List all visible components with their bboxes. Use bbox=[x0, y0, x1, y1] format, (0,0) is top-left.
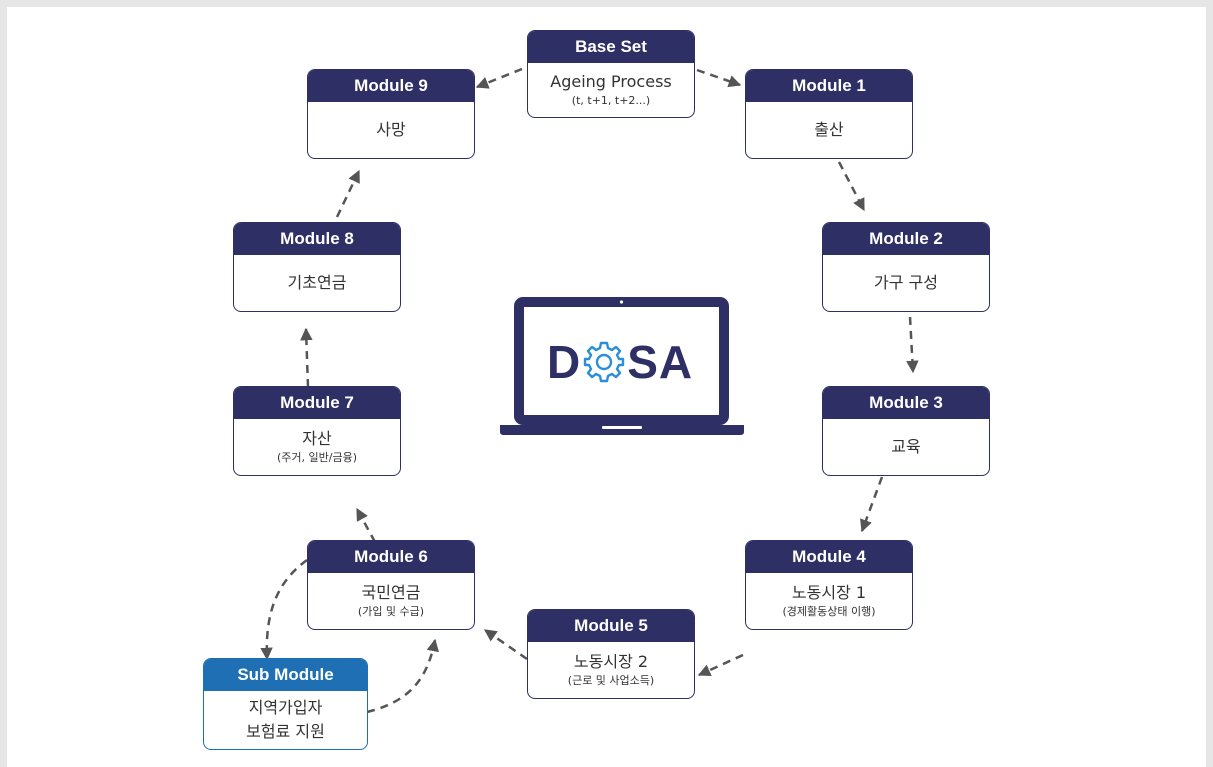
module-6-box: Module 6 국민연금 (가입 및 수급) bbox=[307, 540, 475, 630]
module-6-title: Module 6 bbox=[308, 541, 474, 573]
module-2-label: 가구 구성 bbox=[874, 273, 938, 292]
module-1-box: Module 1 출산 bbox=[745, 69, 913, 159]
flow-arrows bbox=[260, 67, 919, 714]
arrow-module-8-to-module-9 bbox=[335, 169, 361, 218]
arrow-module-3-to-module-4 bbox=[860, 476, 884, 533]
arrow-module-9-to-base bbox=[475, 67, 523, 89]
module-8-label: 기초연금 bbox=[287, 273, 347, 292]
module-9-title: Module 9 bbox=[308, 70, 474, 102]
module-5-title: Module 5 bbox=[528, 610, 694, 642]
arrow-sub-module-to-module-6 bbox=[366, 638, 440, 714]
module-6-note: (가입 및 수급) bbox=[357, 605, 425, 618]
module-4-label: 노동시장 1 bbox=[791, 583, 867, 602]
sub-module-line-2: 보험료 지원 bbox=[246, 722, 325, 741]
sub-module-title: Sub Module bbox=[204, 659, 367, 691]
module-1-label: 출산 bbox=[814, 120, 844, 139]
diagram-canvas: D SA Base Set Ageing Process (t, t+1, t+… bbox=[7, 7, 1206, 767]
laptop-icon bbox=[500, 297, 744, 435]
module-7-label: 자산 bbox=[302, 429, 332, 448]
base-set-title: Base Set bbox=[528, 31, 694, 63]
module-1-title: Module 1 bbox=[746, 70, 912, 102]
module-3-title: Module 3 bbox=[823, 387, 989, 419]
module-7-box: Module 7 자산 (주거, 일반/금융) bbox=[233, 386, 401, 476]
arrow-base-to-module-1 bbox=[696, 68, 742, 88]
module-2-title: Module 2 bbox=[823, 223, 989, 255]
logo-prefix: D bbox=[547, 336, 582, 388]
arrow-module-5-to-module-6 bbox=[483, 628, 528, 661]
module-3-label: 교육 bbox=[891, 437, 921, 456]
module-8-title: Module 8 bbox=[234, 223, 400, 255]
module-5-box: Module 5 노동시장 2 (근로 및 사업소득) bbox=[527, 609, 695, 699]
module-7-note: (주거, 일반/금융) bbox=[276, 451, 357, 464]
arrow-module-6-to-module-7 bbox=[355, 507, 377, 543]
base-set-label: Ageing Process bbox=[550, 72, 672, 91]
module-4-title: Module 4 bbox=[746, 541, 912, 573]
arrow-module-2-to-module-3 bbox=[906, 316, 919, 374]
module-5-note: (근로 및 사업소득) bbox=[567, 674, 655, 687]
logo-suffix: SA bbox=[627, 336, 694, 388]
module-9-box: Module 9 사망 bbox=[307, 69, 475, 159]
sub-module-line-1: 지역가입자 bbox=[248, 698, 323, 717]
arrow-module-6-to-sub-module bbox=[260, 558, 308, 661]
module-4-box: Module 4 노동시장 1 (경제활동상태 이행) bbox=[745, 540, 913, 630]
module-8-box: Module 8 기초연금 bbox=[233, 222, 401, 312]
arrow-module-7-to-module-8 bbox=[300, 327, 313, 388]
gear-icon bbox=[582, 340, 626, 384]
module-9-label: 사망 bbox=[376, 120, 406, 139]
dosa-logo: D SA bbox=[547, 335, 693, 389]
module-6-label: 국민연금 bbox=[361, 583, 421, 602]
arrow-module-4-to-module-5 bbox=[697, 653, 744, 677]
module-3-box: Module 3 교육 bbox=[822, 386, 990, 476]
module-2-box: Module 2 가구 구성 bbox=[822, 222, 990, 312]
base-set-note: (t, t+1, t+2...) bbox=[571, 94, 651, 107]
arrow-module-1-to-module-2 bbox=[837, 161, 866, 212]
sub-module-box: Sub Module 지역가입자 보험료 지원 bbox=[203, 658, 368, 750]
module-4-note: (경제활동상태 이행) bbox=[782, 605, 876, 618]
module-7-title: Module 7 bbox=[234, 387, 400, 419]
base-set-box: Base Set Ageing Process (t, t+1, t+2...) bbox=[527, 30, 695, 118]
module-5-label: 노동시장 2 bbox=[573, 652, 649, 671]
